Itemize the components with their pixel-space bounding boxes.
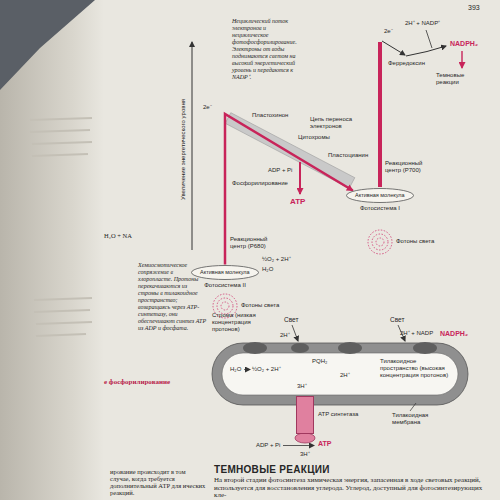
label-text: Пластоцианин bbox=[328, 152, 368, 159]
label-text: ADP + Pi bbox=[256, 442, 280, 449]
label-text: На второй стадии фотосинтеза химическая … bbox=[214, 477, 486, 500]
active-molecule-ellipse: Активная молекулаФотосистема II bbox=[191, 265, 259, 280]
node-text: Активная молекула bbox=[355, 192, 405, 199]
electron-flow-connector bbox=[225, 114, 353, 265]
label-text: Пластохинон bbox=[252, 112, 288, 119]
label-text: Ферредоксин bbox=[388, 60, 425, 67]
water-split-arrow bbox=[244, 369, 250, 370]
label-text: Свет bbox=[284, 316, 298, 324]
thylakoid-membrane bbox=[212, 343, 468, 405]
label-text: ATP bbox=[290, 197, 305, 206]
label-text: е фосфорилирование bbox=[104, 378, 170, 386]
ellipse-shape bbox=[192, 265, 259, 279]
label-text: 2H⁺ bbox=[280, 332, 290, 339]
label-text: 3H⁺ bbox=[297, 383, 307, 390]
label-text: Цепь переноса электронов bbox=[310, 116, 368, 130]
ferredoxin-arrow bbox=[382, 41, 405, 55]
label-text: 2H⁺ bbox=[340, 372, 350, 379]
label-text: Реакционный центр (P700) bbox=[385, 160, 435, 174]
label-text: 3H⁺ bbox=[300, 451, 310, 458]
membrane-complexes bbox=[243, 342, 437, 354]
section-heading: ТЕМНОВЫЕ РЕАКЦИИ bbox=[214, 464, 330, 476]
node-text: Активная молекула bbox=[200, 269, 250, 276]
label-text: H₂O bbox=[230, 366, 241, 373]
label-text: H₂O + NA bbox=[104, 232, 132, 239]
ellipse-shape bbox=[347, 188, 414, 202]
label-text: ½O₂ + 2H⁺ bbox=[262, 256, 291, 263]
label-text: Цитохромы bbox=[298, 134, 330, 141]
label-text: Фосфорилирование bbox=[232, 180, 288, 187]
thylakoid-lumen bbox=[222, 353, 458, 395]
label-text: Увеличение энергетического уровня bbox=[179, 100, 186, 201]
label-text: Тилакоидное пространство (высокая концен… bbox=[380, 358, 450, 379]
label-text: PQH₂ bbox=[312, 358, 327, 365]
membrane-leader bbox=[410, 403, 416, 411]
label-text: H₂O bbox=[262, 266, 273, 273]
node-heading: ATP синтетаза bbox=[318, 411, 358, 417]
label-text: ирование происходит в том случае, когда … bbox=[110, 468, 206, 497]
atp-arrow bbox=[299, 162, 301, 194]
label-text: Тилакоидная мембрана bbox=[392, 412, 454, 426]
label-text: ½O₂ + 2H⁺ bbox=[252, 366, 281, 373]
faint-text-lines bbox=[30, 118, 92, 336]
energy-axis bbox=[192, 42, 193, 250]
light-arrow bbox=[292, 325, 298, 341]
label-text: 393 bbox=[468, 4, 480, 12]
label-text: 2e⁻ bbox=[203, 104, 212, 111]
nadp-arrow bbox=[406, 46, 446, 56]
label-text: Свет bbox=[390, 316, 404, 324]
label-text: Темновые реакции bbox=[436, 72, 486, 86]
label-text: Реакционный центр (P680) bbox=[230, 236, 278, 250]
label-text: 2e⁻ bbox=[384, 28, 393, 35]
label-text: Нециклический поток электронов и нецикли… bbox=[232, 18, 302, 81]
atp-synthase-box: ATP синтетаза bbox=[296, 396, 314, 434]
book-edge bbox=[0, 0, 95, 90]
active-molecule-ellipse: Активная молекулаФотосистема I bbox=[346, 188, 414, 203]
node-heading: Фотосистема II bbox=[204, 282, 246, 288]
label-text: ATP bbox=[318, 440, 331, 448]
nadp-feed-line bbox=[426, 30, 432, 48]
atp-synthase-knob bbox=[295, 433, 315, 443]
psi-excitation-line bbox=[378, 42, 382, 187]
page-gutter bbox=[0, 0, 104, 500]
label-text: NADPH₂ bbox=[450, 40, 478, 48]
label-text: 2H⁺ + NADP⁺ bbox=[405, 20, 440, 27]
label-text: 2H⁺ + NADP bbox=[400, 330, 433, 337]
label-text: NADPH₂ bbox=[440, 330, 468, 338]
label-text: Фотоны света bbox=[396, 238, 434, 245]
label-text: ADP + Pi bbox=[268, 167, 292, 174]
node-heading: Фотосистема I bbox=[360, 205, 400, 211]
label-text: Строма (низкая концентрация протонов) bbox=[212, 312, 274, 333]
dark-reaction-arrow bbox=[461, 51, 462, 68]
atp-synthesis-arrow bbox=[283, 445, 314, 446]
label-text: Фотоны света bbox=[241, 302, 279, 309]
